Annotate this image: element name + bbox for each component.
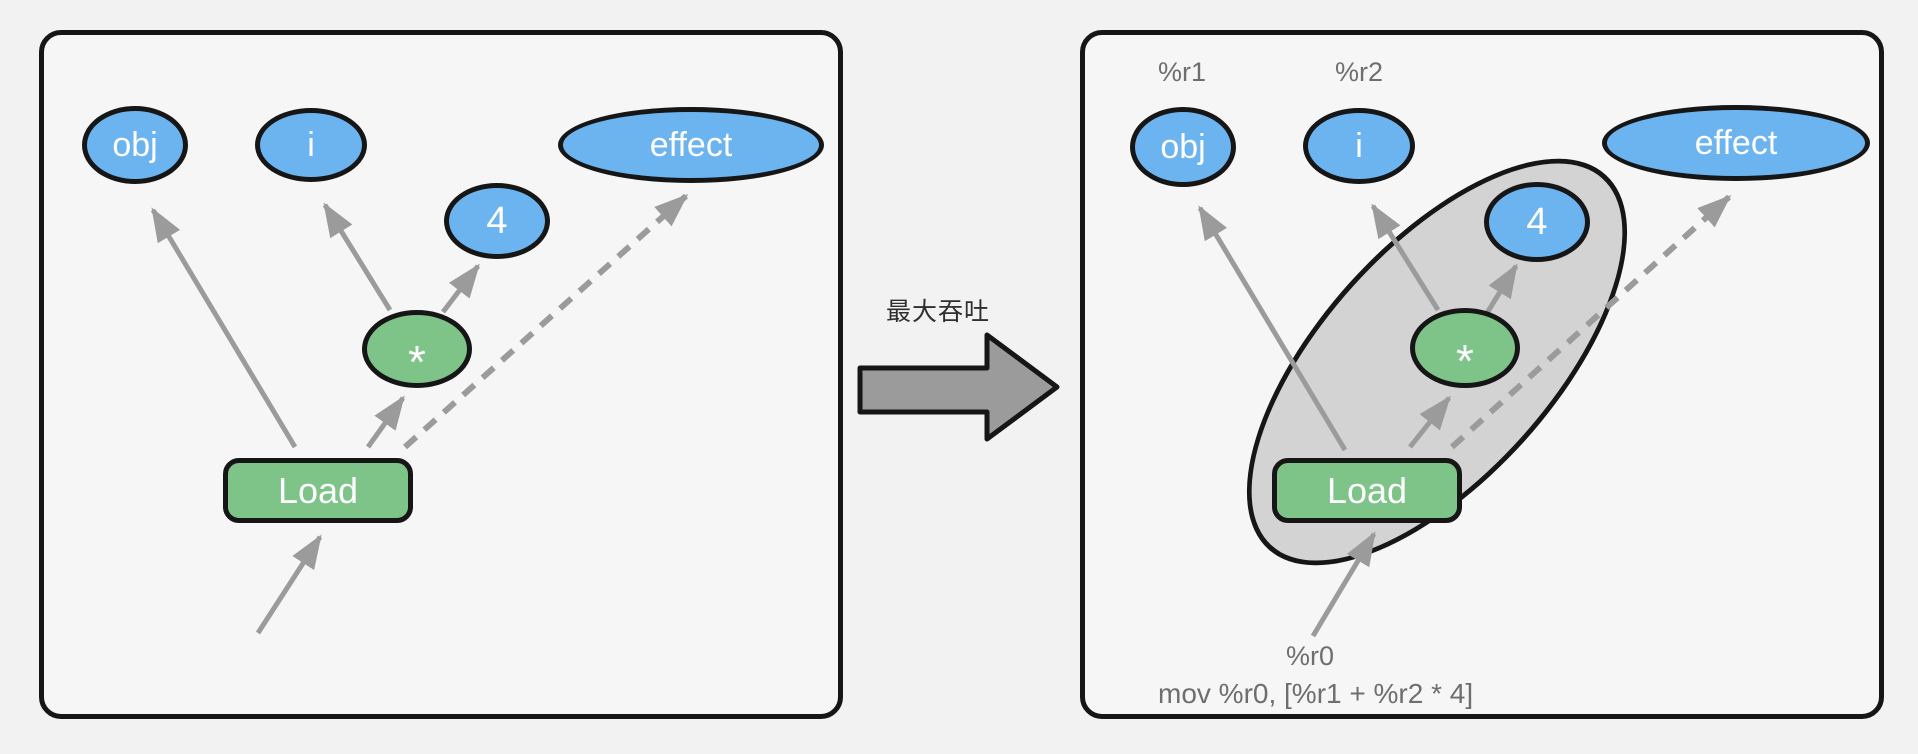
- transform-caption: 最大吞吐: [885, 298, 990, 326]
- register-label-r0: %r0: [1285, 641, 1334, 671]
- multiply-symbol: *: [1456, 334, 1474, 387]
- node-load-left: Load: [223, 458, 413, 523]
- node-load-right: Load: [1272, 458, 1462, 523]
- node-i-left: i: [255, 108, 367, 182]
- multiply-symbol: *: [408, 335, 426, 388]
- instruction-text: mov %r0, [%r1 + %r2 * 4]: [1158, 678, 1474, 709]
- register-label-r2: %r2: [1334, 57, 1383, 87]
- node-4-left: 4: [444, 183, 550, 259]
- node-effect-left: effect: [558, 107, 824, 183]
- transform-arrow-icon: [857, 332, 1060, 442]
- node-i-right: i: [1303, 108, 1415, 184]
- node-4-right: 4: [1484, 182, 1590, 262]
- node-obj-left: obj: [82, 106, 188, 184]
- node-multiply-left: *: [362, 310, 472, 388]
- node-effect-right: effect: [1602, 105, 1870, 181]
- node-multiply-right: *: [1410, 308, 1520, 388]
- node-obj-right: obj: [1130, 107, 1236, 187]
- register-label-r1: %r1: [1157, 57, 1206, 87]
